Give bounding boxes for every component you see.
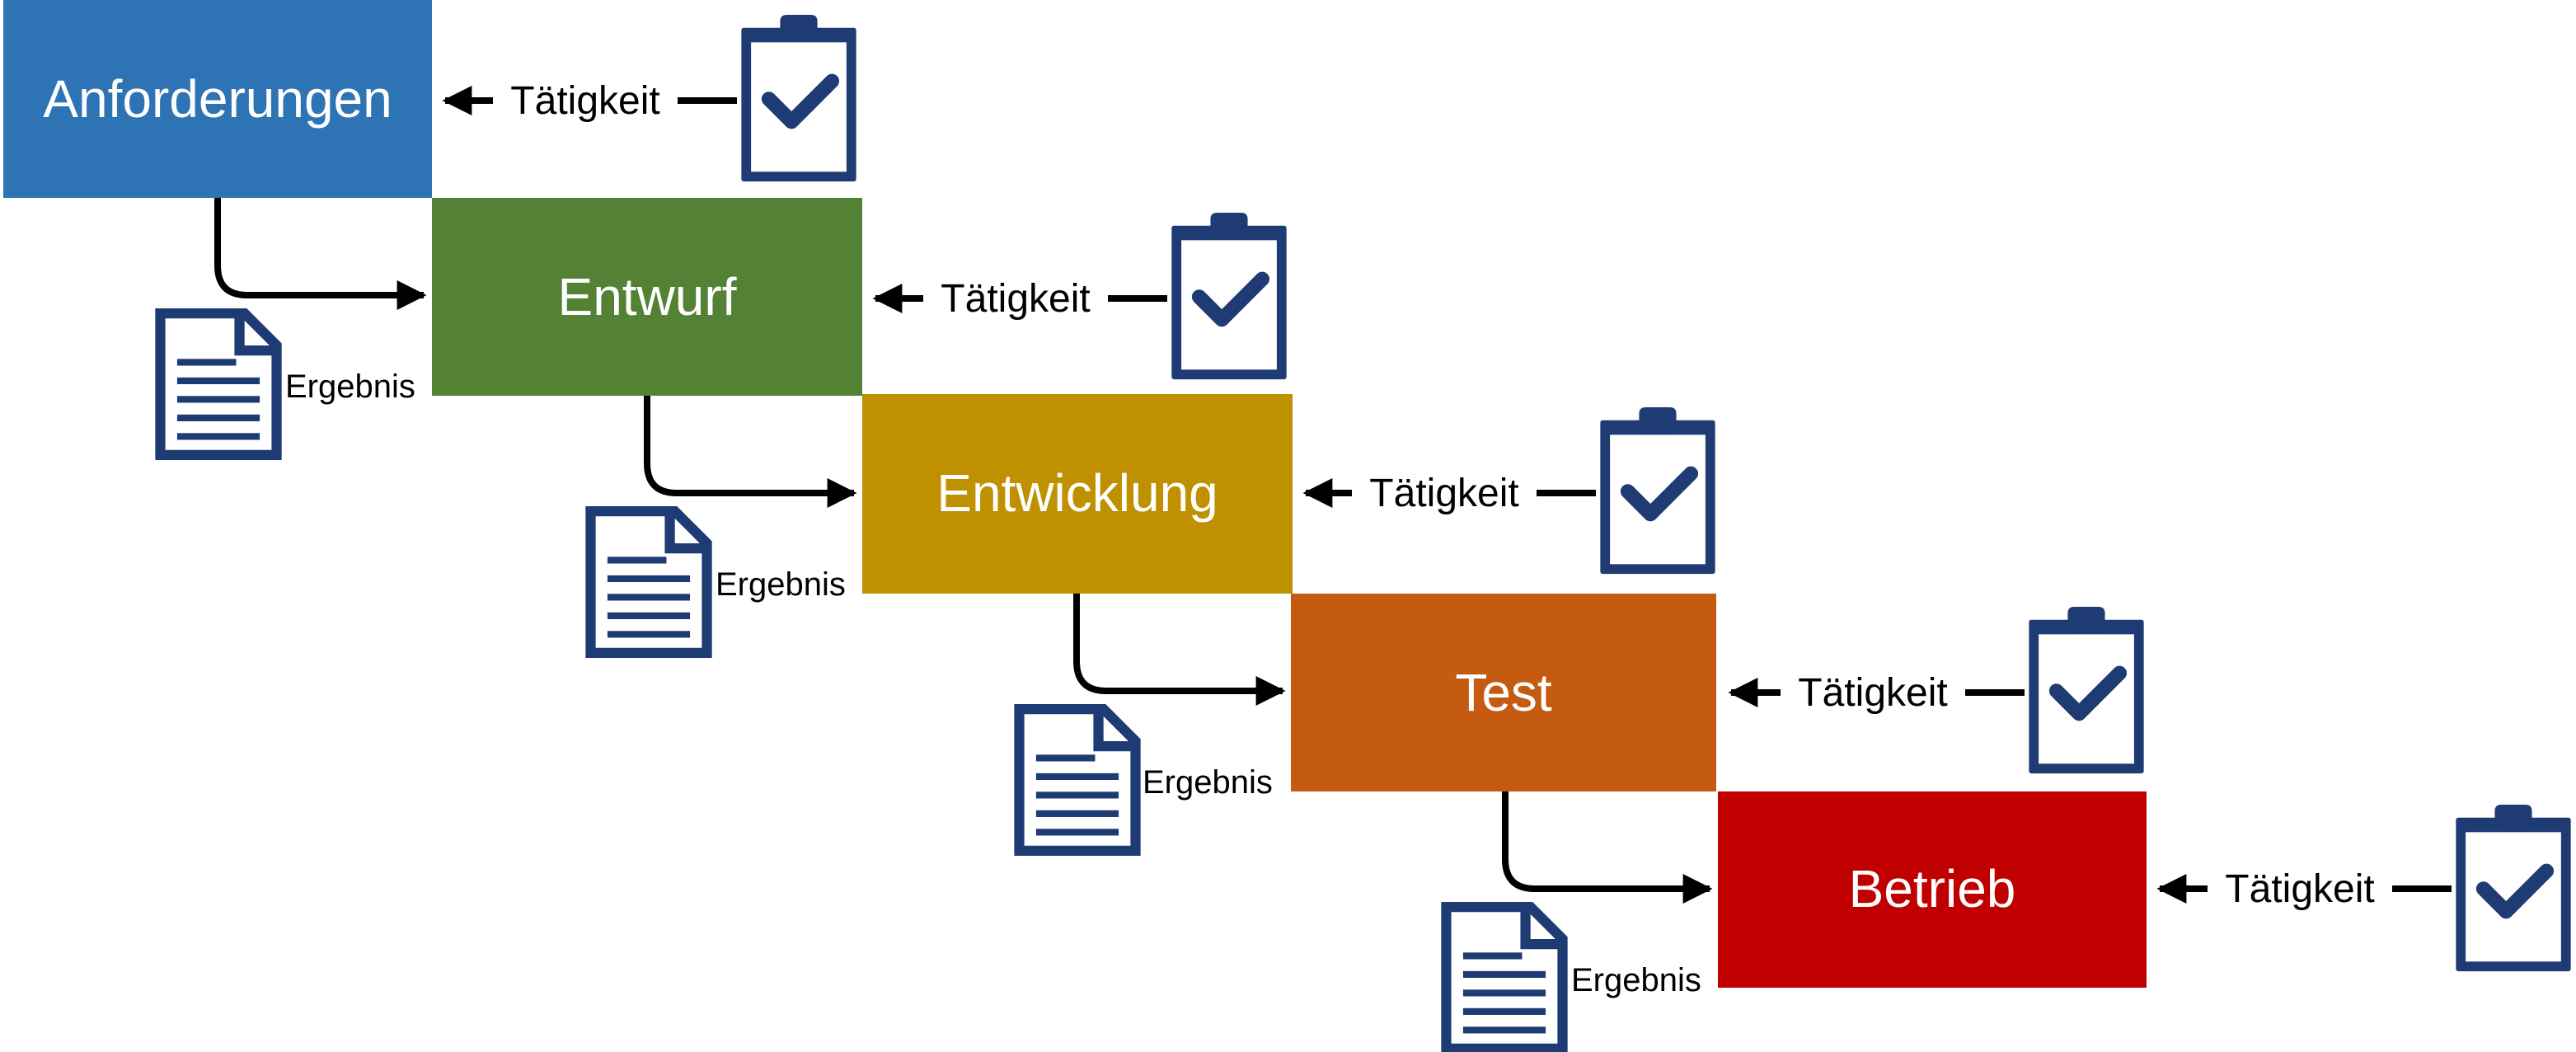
activity-label: Tätigkeit bbox=[1369, 472, 1518, 515]
connector-arrow bbox=[1073, 594, 1286, 706]
phase-entwurf: Entwurf bbox=[432, 198, 862, 396]
activity-label: Tätigkeit bbox=[1798, 671, 1947, 715]
phase-box bbox=[1291, 594, 1716, 791]
activity-label: Tätigkeit bbox=[510, 79, 659, 123]
phase-test: Test bbox=[1291, 594, 1716, 791]
document-icon bbox=[590, 511, 706, 653]
document-icon bbox=[1446, 907, 1562, 1049]
phase-label: Betrieb bbox=[1849, 859, 2016, 918]
clipboard-check-icon bbox=[1171, 213, 1286, 379]
activity-1: Tätigkeit bbox=[442, 15, 856, 181]
clipboard-check-icon bbox=[2456, 805, 2570, 971]
result-label: Ergebnis bbox=[1143, 764, 1273, 801]
activity-label: Tätigkeit bbox=[2225, 867, 2374, 911]
clipboard-check-icon bbox=[1600, 407, 1715, 574]
phase-label: Anforderungen bbox=[43, 69, 392, 129]
result-3: Ergebnis bbox=[1019, 709, 1273, 851]
connector-arrow bbox=[1502, 791, 1713, 904]
connector-arrow bbox=[644, 396, 857, 508]
document-icon bbox=[160, 313, 276, 455]
phase-box bbox=[1718, 791, 2147, 988]
phase-betrieb: Betrieb bbox=[1718, 791, 2147, 988]
document-icon bbox=[1019, 709, 1135, 851]
result-4: Ergebnis bbox=[1446, 907, 1701, 1049]
result-label: Ergebnis bbox=[1571, 962, 1701, 998]
phase-label: Entwurf bbox=[558, 267, 737, 326]
activity-4: Tätigkeit bbox=[1728, 607, 2144, 773]
phase-label: Entwicklung bbox=[936, 463, 1218, 523]
activity-2: Tätigkeit bbox=[872, 213, 1287, 379]
clipboard-check-icon bbox=[2029, 607, 2143, 773]
result-2: Ergebnis bbox=[590, 511, 846, 653]
phase-box bbox=[432, 198, 862, 396]
activity-5: Tätigkeit bbox=[2156, 805, 2571, 971]
result-label: Ergebnis bbox=[716, 566, 846, 603]
clipboard-check-icon bbox=[741, 15, 856, 181]
phase-box bbox=[862, 394, 1293, 594]
result-label: Ergebnis bbox=[285, 369, 415, 405]
phase-entwicklung: Entwicklung bbox=[862, 394, 1293, 594]
phase-label: Test bbox=[1455, 663, 1552, 722]
connector-arrow bbox=[214, 198, 427, 310]
phase-box bbox=[3, 0, 432, 198]
activity-label: Tätigkeit bbox=[941, 277, 1090, 321]
result-1: Ergebnis bbox=[160, 313, 415, 455]
phase-anforderungen: Anforderungen bbox=[3, 0, 432, 198]
activity-3: Tätigkeit bbox=[1302, 407, 1715, 574]
